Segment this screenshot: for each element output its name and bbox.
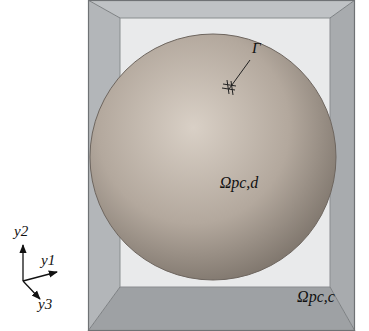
sphere-outline [89, 33, 337, 281]
y1-axis [23, 272, 57, 281]
sphere-inclusion: Ωpc,d [89, 33, 337, 281]
region-label: Ωpc,d [220, 174, 259, 192]
cube-domain: Ωpc,c Ωpc,d [88, 0, 355, 331]
interface-tick [231, 81, 233, 95]
y2-axis [22, 245, 23, 281]
axis-label: y2 [14, 223, 28, 240]
interface-tick [223, 84, 236, 86]
axis-label: y1 [41, 252, 55, 269]
region-label: Ωpc,c [297, 288, 335, 306]
interface-label: Γ [252, 40, 261, 57]
axis-label: y3 [38, 296, 52, 313]
y3-axis [23, 281, 40, 299]
interface-tick [227, 80, 229, 94]
leader-line [229, 60, 250, 89]
